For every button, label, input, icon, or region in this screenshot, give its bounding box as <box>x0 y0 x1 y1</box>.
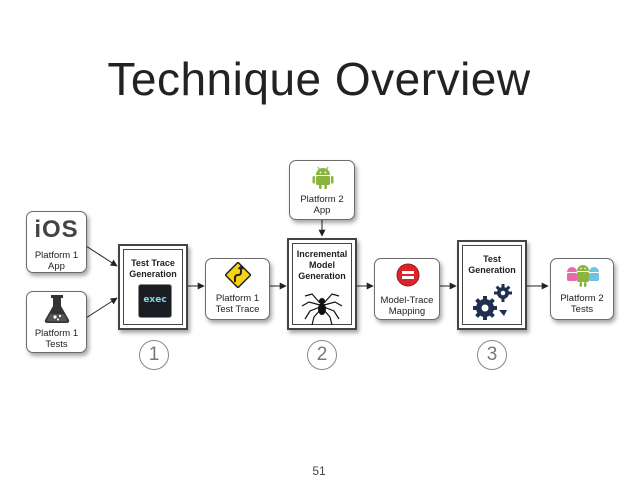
step-1-badge: 1 <box>139 340 169 370</box>
equals-icon <box>396 263 420 287</box>
page-number: 51 <box>312 464 326 478</box>
exec-logo-icon: exec <box>138 284 172 318</box>
test-generation-process: Test Generation <box>457 240 527 330</box>
platform1-test-trace-node: Platform 1 Test Trace <box>205 258 270 320</box>
gears-icon <box>473 284 512 320</box>
test-trace-generation-process: Test Trace Generation exec <box>118 244 188 330</box>
android-icon <box>312 166 334 189</box>
platform2-app-node: Platform 2 App <box>289 160 355 220</box>
platform1-tests-label: Platform 1 Tests <box>34 328 79 350</box>
ios-logo: iOS <box>34 216 79 243</box>
platform2-tests-label: Platform 2 Tests <box>560 293 604 315</box>
platform1-tests-node: Platform 1 Tests <box>26 291 87 353</box>
step-2-badge: 2 <box>307 340 337 370</box>
platform2-app-label: Platform 2 App <box>300 194 344 216</box>
test-trace-generation-label: Test Trace Generation <box>129 258 177 279</box>
slide-title: Technique Overview <box>107 53 531 105</box>
step-3-badge: 3 <box>477 340 507 370</box>
model-trace-mapping-node: Model-Trace Mapping <box>374 258 440 320</box>
test-generation-label: Test Generation <box>468 254 516 275</box>
flask-icon <box>44 295 70 323</box>
model-trace-mapping-label: Model-Trace Mapping <box>380 295 434 317</box>
platform2-tests-node: Platform 2 Tests <box>550 258 614 320</box>
arrow-tests-to-trace-gen <box>85 297 118 319</box>
incremental-model-generation-process: Incremental Model Generation <box>287 238 357 330</box>
android-figures-icon <box>567 265 599 287</box>
spider-icon <box>301 293 343 326</box>
winding-road-sign-icon <box>225 262 251 288</box>
platform1-app-node: iOS Platform 1 App <box>26 211 87 273</box>
platform1-app-label: Platform 1 App <box>34 250 79 272</box>
incremental-model-generation-label: Incremental Model Generation <box>296 249 348 281</box>
platform1-test-trace-label: Platform 1 Test Trace <box>215 293 260 315</box>
arrow-app-to-trace-gen <box>85 245 118 267</box>
